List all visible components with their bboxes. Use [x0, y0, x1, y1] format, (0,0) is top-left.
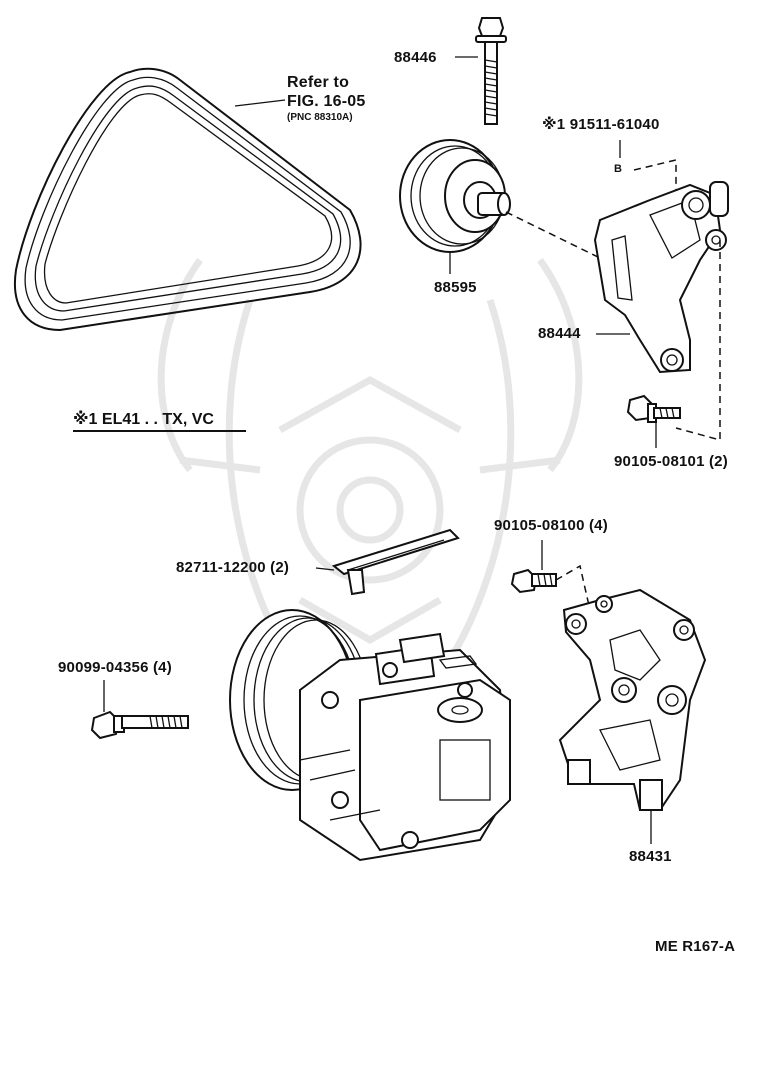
part-88444-label: 88444 [538, 325, 581, 342]
wire-clamp-drawing [315, 528, 460, 596]
part-90105-08100-label: 90105-08100 (4) [494, 517, 608, 534]
idler-pulley-drawing [399, 139, 511, 274]
variant-note-underline [73, 430, 246, 432]
bolt-88446-drawing [455, 17, 507, 125]
part-91511-61040-label: ※1 91511-61040 [542, 116, 660, 133]
compressor-drawing [229, 609, 512, 862]
diagram-code: ME R167-A [655, 938, 736, 955]
bolt-90105-08101-drawing [626, 394, 681, 448]
part-90099-04356-label: 90099-04356 (4) [58, 659, 172, 676]
bolt-90105-08100-drawing [510, 540, 591, 611]
refer-text-line2: FIG. 16-05 [287, 93, 366, 110]
watermark-emblem [157, 257, 583, 662]
refer-text-line3: (PNC 88310A) [287, 112, 353, 123]
part-90105-08101-label: 90105-08101 (2) [614, 453, 728, 470]
marker-b-label: B [614, 163, 623, 175]
v-belt [13, 67, 362, 332]
part-88595-label: 88595 [434, 279, 477, 296]
idler-bracket-drawing [505, 181, 729, 374]
part-82711-12200-label: 82711-12200 (2) [176, 559, 290, 576]
compressor-bracket-drawing [558, 588, 707, 844]
variant-note: ※1 EL41 . . TX, VC [73, 411, 214, 428]
refer-text-line1: Refer to [287, 74, 350, 91]
part-88446-label: 88446 [394, 49, 437, 66]
part-88431-label: 88431 [629, 848, 672, 865]
bolt-90099-04356-drawing [90, 680, 189, 740]
marker-b-drawing [619, 140, 721, 441]
